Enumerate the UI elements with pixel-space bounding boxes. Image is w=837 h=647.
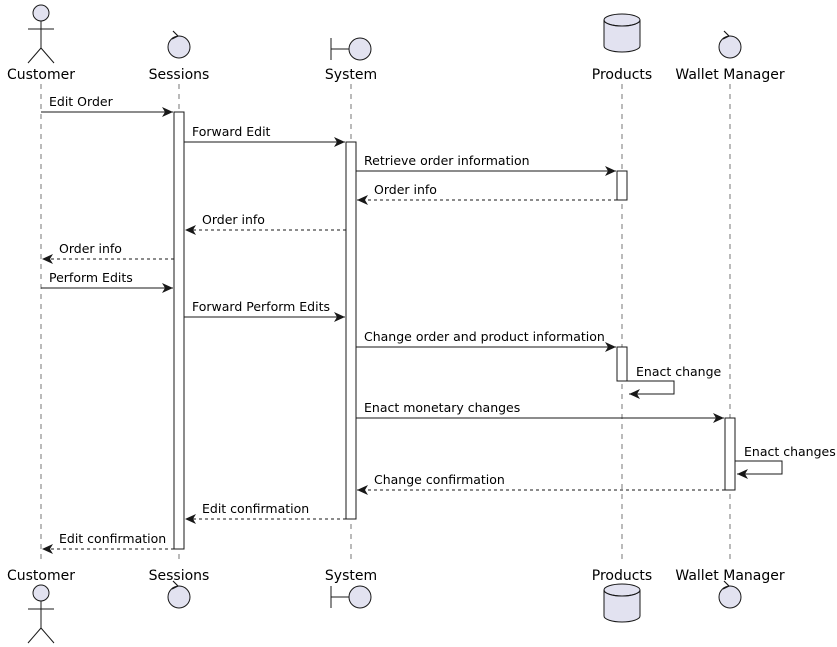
message-15: Edit confirmation [42,531,174,554]
message-13: Change confirmation [357,472,725,495]
message-label: Perform Edits [49,270,133,285]
message-label: Enact changes [744,444,836,459]
boundary-icon [330,585,372,609]
control-icon [167,580,191,609]
boundary-icon [330,37,372,61]
activation-bar-sessions [173,111,185,550]
message-1: Edit Order [41,94,173,117]
message-label: Edit Order [49,94,114,109]
message-11: Enact monetary changes [356,400,724,423]
participant-name: System [325,568,377,584]
message-6: Order info [42,241,174,264]
message-label: Order info [202,212,265,227]
message-label: Retrieve order information [364,153,530,168]
message-7: Perform Edits [41,270,173,293]
message-label: Enact change [636,364,722,379]
message-12: Enact changes [735,444,836,479]
message-label: Enact monetary changes [364,400,520,415]
participant-sessions-top: Sessions [149,30,210,83]
message-label: Edit confirmation [202,501,309,516]
control-icon [718,580,742,609]
participant-customer-bottom: Customer [7,568,75,644]
participant-name: Wallet Manager [675,67,784,83]
participant-sessions-bottom: Sessions [149,568,210,609]
participant-name: Customer [7,67,75,83]
participant-customer-top: Customer [7,4,75,83]
message-2: Forward Edit [184,124,345,147]
message-label: Forward Edit [192,124,271,139]
message-3: Retrieve order information [356,153,616,176]
database-icon [603,583,641,623]
participant-name: Products [592,67,652,83]
participant-products-top: Products [592,13,652,83]
message-label: Order info [59,241,122,256]
message-5: Order info [185,212,346,235]
message-label: Change order and product information [364,329,605,344]
participant-name: Sessions [149,67,210,83]
control-icon [167,30,191,59]
participant-wallet-bottom: Wallet Manager [675,568,785,609]
activation-bar-system [345,141,357,520]
participant-name: Customer [7,568,75,584]
participant-system-bottom: System [325,568,377,609]
participant-wallet-top: Wallet Manager [675,30,785,83]
participant-name: Products [592,568,652,584]
participant-name: Wallet Manager [675,568,784,584]
message-label: Edit confirmation [59,531,166,546]
control-icon [718,30,742,59]
self-message-arrow [627,380,675,399]
message-label: Order info [374,182,437,197]
activation-bar-products [616,170,628,201]
actor-icon [27,4,55,64]
database-icon [603,13,641,53]
message-14: Edit confirmation [185,501,346,524]
message-label: Change confirmation [374,472,505,487]
activation-bar-products [616,346,628,382]
message-label: Forward Perform Edits [192,299,330,314]
participant-name: Sessions [149,568,210,584]
message-4: Order info [357,182,617,205]
participant-products-bottom: Products [592,568,652,623]
actor-icon [27,584,55,644]
activation-bar-wallet [724,417,736,491]
message-10: Enact change [627,364,722,399]
participant-name: System [325,67,377,83]
participant-system-top: System [325,37,377,83]
message-8: Forward Perform Edits [184,299,345,322]
message-9: Change order and product information [356,329,616,352]
self-message-arrow [735,460,783,479]
